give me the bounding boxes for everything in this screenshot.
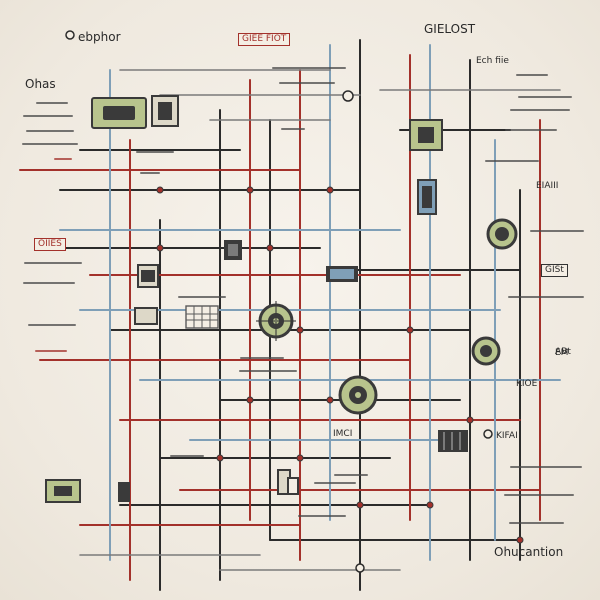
connector-icon: [356, 501, 364, 509]
label-top-right-title: GIELOST: [424, 22, 476, 36]
component-bottom-center: [277, 469, 299, 495]
microtext-line: [298, 515, 346, 517]
component-left-mid: [134, 264, 159, 325]
microtext-line: [178, 296, 226, 298]
label-top-left-title: ebphor: [78, 30, 121, 44]
microtext-line: [36, 102, 68, 104]
microtext-line: [26, 130, 74, 132]
label-right-mid-mark: EM: [555, 348, 569, 358]
microtext-line: [504, 494, 574, 496]
microtext-line: [35, 350, 67, 352]
microtext-line: [510, 109, 570, 111]
microtext-line: [28, 324, 76, 326]
connector-icon: [156, 244, 164, 252]
motor-icon: [256, 301, 296, 341]
connector-icon: [466, 416, 474, 424]
label-lower-right-small: KIFAI: [496, 431, 518, 441]
motor-icon: [486, 218, 518, 250]
microtext-line: [334, 474, 368, 476]
connector-icon: [516, 536, 524, 544]
connector-icon: [156, 186, 164, 194]
microtext-line: [510, 466, 582, 468]
connector-icon: [296, 326, 304, 334]
label-left-box: OIIES: [34, 238, 66, 251]
motor-icon: [471, 336, 501, 366]
connector-icon: [342, 90, 354, 102]
component-center-grid: [185, 305, 219, 329]
connector-icon: [216, 454, 224, 462]
microtext-line: [23, 282, 75, 284]
microtext-line: [24, 262, 82, 264]
component-bottom-left: [45, 479, 130, 503]
connector-icon: [266, 244, 274, 252]
microtext-line: [240, 357, 284, 359]
wire-group-gray: [79, 69, 561, 571]
microtext-line: [54, 158, 72, 160]
label-right-small-1: Ech fiie: [476, 56, 509, 66]
wire-group-red: [19, 54, 541, 581]
motor-icon: [338, 375, 378, 415]
connector-icon: [326, 396, 334, 404]
label-right-small-2: ABt: [555, 347, 571, 357]
microtext-line: [314, 482, 356, 484]
component-right-box: [417, 179, 437, 215]
microtext-line: [23, 115, 73, 117]
label-bottom-right-title: Ohucantion: [494, 545, 564, 559]
microtext-line: [530, 230, 584, 232]
connector-icon: [326, 186, 334, 194]
label-top-center-title: GIEE FIOT: [238, 33, 291, 46]
microtext-line: [136, 151, 174, 153]
connector-icon: [246, 396, 254, 404]
component-top-left: [91, 95, 179, 129]
microtext-line: [509, 522, 564, 524]
microtext-line: [279, 82, 335, 84]
connector-icon: [426, 501, 434, 509]
microtext-line: [170, 455, 204, 457]
connector-icon: [483, 429, 493, 439]
wire-group-dark: [39, 39, 521, 591]
terminal-circles: [65, 30, 493, 573]
connector-icon: [65, 30, 75, 40]
connector-icon: [296, 454, 304, 462]
label-right-small-3: EIAIII: [536, 181, 559, 191]
component-center-chip: [224, 240, 242, 260]
microtext-line: [516, 74, 548, 76]
connector-icon: [406, 326, 414, 334]
microtext-line: [140, 172, 160, 174]
label-mid-right-small: KIOE: [516, 379, 538, 389]
connector-icon: [355, 563, 365, 573]
microtext-line: [518, 96, 572, 98]
microtext-line: [272, 67, 346, 69]
component-mid-right: [326, 266, 358, 282]
label-bottom-center-small: IMCI: [333, 429, 353, 439]
component-bottom-right: [438, 430, 468, 452]
connector-dots: [156, 186, 524, 544]
microtext-line: [485, 160, 539, 162]
microtext-line: [508, 296, 584, 298]
microtext-line: [239, 370, 297, 372]
microtext-line: [22, 143, 78, 145]
microtext-line: [281, 128, 305, 130]
microtext-line: [505, 129, 557, 131]
connector-icon: [246, 186, 254, 194]
label-right-box: GISt: [541, 264, 568, 277]
label-left-title: Ohas: [25, 77, 56, 91]
component-top-right: [409, 119, 443, 151]
